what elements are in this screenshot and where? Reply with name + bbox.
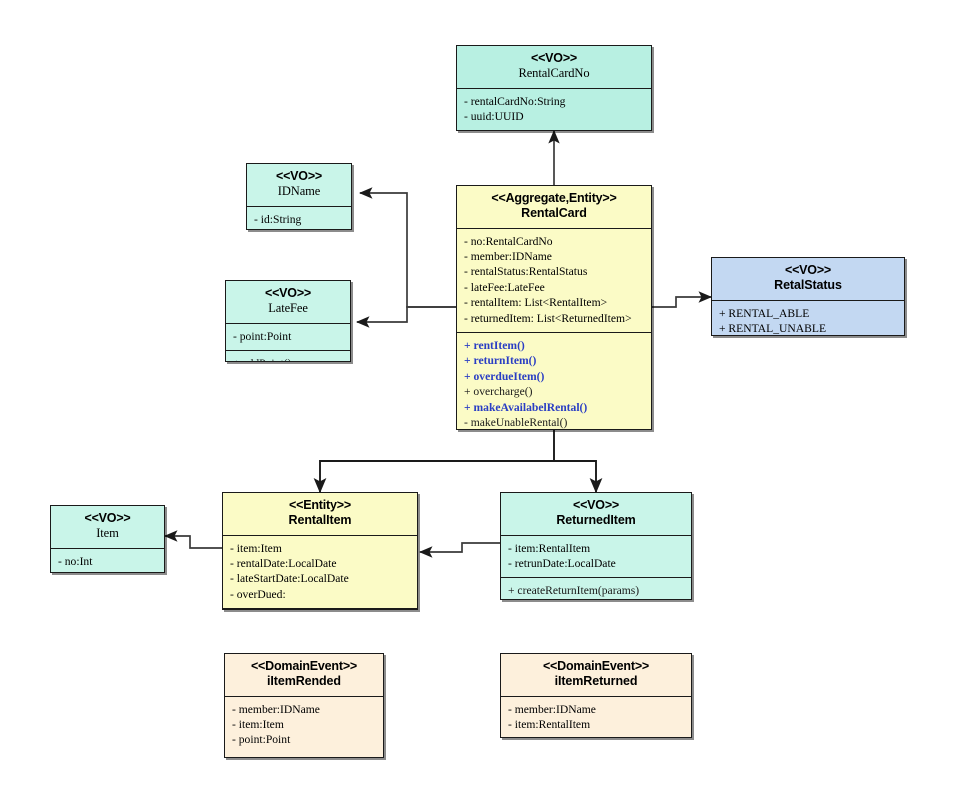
class-name: ReturnedItem xyxy=(556,513,636,528)
class-header-latefee: <<VO>> LateFee xyxy=(226,281,350,323)
class-attributes-retalstatus: + RENTAL_ABLE + RENTAL_UNABLE xyxy=(712,299,904,336)
attribute-row: - item:Item xyxy=(230,541,282,555)
class-header-iitemrended: <<DomainEvent>> iItemRended xyxy=(225,654,383,696)
class-attributes-iitemreturned: - member:IDName - item:RentalItem xyxy=(501,695,691,738)
class-box-retalstatus[interactable]: <<VO>> RetalStatus + RENTAL_ABLE + RENTA… xyxy=(711,257,905,336)
class-box-latefee[interactable]: <<VO>> LateFee - point:Point + addPoint(… xyxy=(225,280,351,362)
method-row: + returnItem() xyxy=(464,354,537,368)
class-stereotype: <<VO>> xyxy=(784,263,832,277)
method-row: + createReturnItem(params) xyxy=(508,584,640,598)
class-stereotype: <<DomainEvent>> xyxy=(250,659,358,673)
class-stereotype: <<Entity>> xyxy=(289,498,351,512)
class-methods-rentalitem: + createRentalItem(params) xyxy=(223,608,417,609)
class-stereotype: <<VO>> xyxy=(572,498,620,512)
method-row: + addPoint() xyxy=(233,356,343,361)
method-row: + overcharge() xyxy=(464,385,533,399)
attribute-row: - member:IDName xyxy=(232,702,320,716)
class-header-rentalcardno: <<VO>> RentalCardNo xyxy=(457,46,651,88)
edge-rentalcard-to-retalstatus xyxy=(651,291,713,308)
method-row: + rentItem() xyxy=(464,338,525,352)
attribute-row: - point:Point xyxy=(232,733,291,747)
class-attributes-item: - no:Int - Title : String xyxy=(51,547,164,572)
class-header-returneditem: <<VO>> ReturnedItem xyxy=(501,493,691,535)
class-box-returneditem[interactable]: <<VO>> ReturnedItem - item:RentalItem - … xyxy=(500,492,692,600)
method-row: - makeUnableRental() xyxy=(464,415,568,429)
attribute-row: - rentalItem: List<RentalItem> xyxy=(464,296,608,310)
attribute-row: - overDued: xyxy=(230,587,286,601)
attribute-row: - retrunDate:LocalDate xyxy=(508,556,616,570)
class-attributes-returneditem: - item:RentalItem - retrunDate:LocalDate xyxy=(501,534,691,578)
edge-rentalitem-to-item xyxy=(163,530,222,549)
class-name: LateFee xyxy=(268,301,308,316)
attribute-row: - returnedItem: List<ReturnedItem> xyxy=(464,311,632,325)
class-name: iItemReturned xyxy=(554,674,638,689)
edge-rentalcard-to-returneditem xyxy=(554,460,603,494)
method-row: + makeAvailabelRental() xyxy=(464,400,588,414)
attribute-row: + RENTAL_UNABLE xyxy=(719,321,827,335)
edge-rentalcard-to-rentalitem xyxy=(313,430,555,494)
attribute-row: - rentalCardNo:String xyxy=(464,94,566,108)
edge-rentalcard-to-latefee xyxy=(355,306,456,328)
class-header-retalstatus: <<VO>> RetalStatus xyxy=(712,258,904,300)
class-box-rentalcardno[interactable]: <<VO>> RentalCardNo - rentalCardNo:Strin… xyxy=(456,45,652,131)
attribute-row: - item:RentalItem xyxy=(508,717,591,731)
class-name: RentalItem xyxy=(288,513,352,528)
class-stereotype: <<VO>> xyxy=(264,286,312,300)
class-name: IDName xyxy=(277,184,321,199)
class-box-iitemreturned[interactable]: <<DomainEvent>> iItemReturned - member:I… xyxy=(500,653,692,738)
class-name: RentalCardNo xyxy=(518,66,590,81)
class-attributes-rentalcardno: - rentalCardNo:String - uuid:UUID xyxy=(457,87,651,131)
class-box-rentalcard[interactable]: <<Aggregate,Entity>> RentalCard - no:Ren… xyxy=(456,185,652,430)
class-attributes-rentalcard: - no:RentalCardNo - member:IDName - rent… xyxy=(457,227,651,332)
class-attributes-idname: - id:String - name : String xyxy=(247,205,351,229)
class-stereotype: <<VO>> xyxy=(84,511,131,525)
class-box-idname[interactable]: <<VO>> IDName - id:String - name : Strin… xyxy=(246,163,352,230)
attribute-row: - point:Point xyxy=(233,329,292,343)
class-methods-latefee: + addPoint() + removePoint() xyxy=(226,349,350,361)
class-name: Item xyxy=(96,526,119,541)
class-attributes-iitemrended: - member:IDName - item:Item - point:Poin… xyxy=(225,695,383,758)
attribute-row: - member:IDName xyxy=(464,249,552,263)
edge-returneditem-to-rentalitem xyxy=(418,542,500,558)
class-methods-rentalcard: + rentItem() + returnItem() + overdueIte… xyxy=(457,331,651,429)
class-header-rentalcard: <<Aggregate,Entity>> RentalCard xyxy=(457,186,651,228)
class-header-idname: <<VO>> IDName xyxy=(247,164,351,206)
attribute-row: - rentalStatus:RentalStatus xyxy=(464,265,588,279)
class-stereotype: <<DomainEvent>> xyxy=(542,659,650,673)
class-name: RentalCard xyxy=(521,206,587,221)
attribute-row: + RENTAL_ABLE xyxy=(719,306,810,320)
class-attributes-latefee: - point:Point xyxy=(226,322,350,350)
class-name: RetalStatus xyxy=(774,278,842,293)
attribute-row: - item:RentalItem xyxy=(508,541,591,555)
class-header-rentalitem: <<Entity>> RentalItem xyxy=(223,493,417,535)
attribute-row: - lateFee:LateFee xyxy=(464,280,545,294)
edge-rentalcard-to-idname xyxy=(358,187,456,308)
class-name: iItemRended xyxy=(267,674,341,689)
class-stereotype: <<Aggregate,Entity>> xyxy=(491,191,617,205)
attribute-row: - item:Item xyxy=(232,717,284,731)
class-box-rentalitem[interactable]: <<Entity>> RentalItem - item:Item - rent… xyxy=(222,492,418,610)
attribute-row: - name : String xyxy=(254,227,344,229)
class-box-item[interactable]: <<VO>> Item - no:Int - Title : String xyxy=(50,505,165,573)
class-methods-returneditem: + createReturnItem(params) xyxy=(501,577,691,599)
class-attributes-rentalitem: - item:Item - rentalDate:LocalDate - lat… xyxy=(223,534,417,609)
class-header-iitemreturned: <<DomainEvent>> iItemReturned xyxy=(501,654,691,696)
attribute-row: - id:String xyxy=(254,212,302,226)
method-row: + overdueItem() xyxy=(464,369,545,383)
class-stereotype: <<VO>> xyxy=(530,51,578,65)
attribute-row: - no:Int xyxy=(58,554,93,568)
attribute-row: - no:RentalCardNo xyxy=(464,234,553,248)
attribute-row: - member:IDName xyxy=(508,702,596,716)
class-header-item: <<VO>> Item xyxy=(51,506,164,548)
class-stereotype: <<VO>> xyxy=(275,169,323,183)
attribute-row: - uuid:UUID xyxy=(464,109,524,123)
attribute-row: - Title : String xyxy=(58,569,157,572)
attribute-row: - rentalDate:LocalDate xyxy=(230,556,337,570)
class-box-iitemrended[interactable]: <<DomainEvent>> iItemRended - member:IDN… xyxy=(224,653,384,758)
attribute-row: - lateStartDate:LocalDate xyxy=(230,572,349,586)
